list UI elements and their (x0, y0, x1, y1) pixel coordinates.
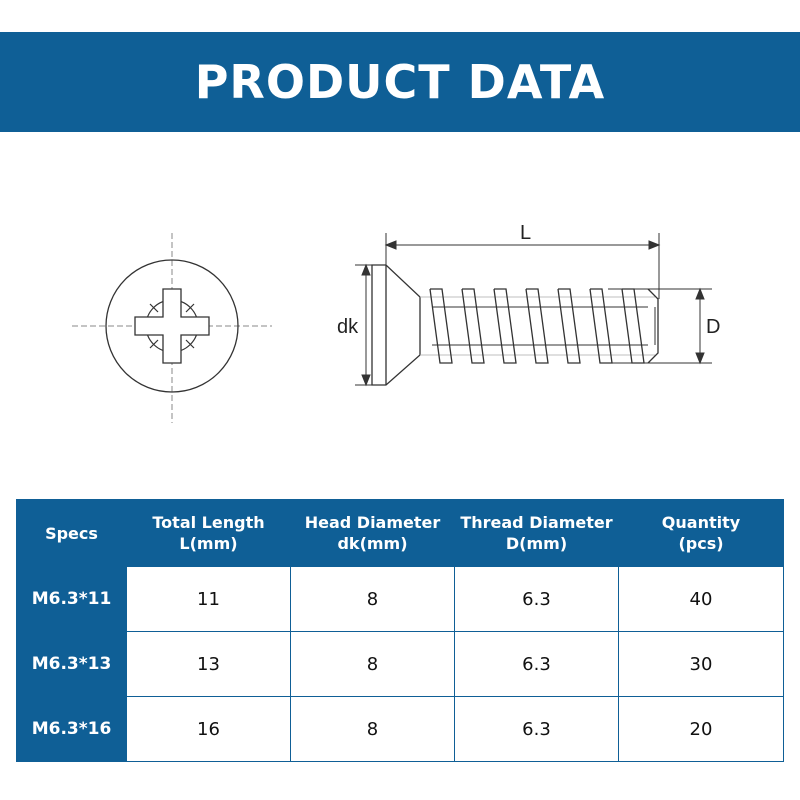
header-thread-diameter: Thread Diameter D(mm) (454, 499, 619, 567)
thread-diameter-label: D (706, 316, 720, 338)
length-label: L (520, 225, 531, 244)
page-title: PRODUCT DATA (194, 55, 606, 109)
header-total-length-line2: L(mm) (179, 534, 238, 553)
row-spec: M6.3*11 (16, 566, 127, 632)
header-head-diameter: Head Diameter dk(mm) (290, 499, 455, 567)
header-thread-diameter-line2: D(mm) (505, 534, 568, 553)
screw-technical-drawing: L dk D (0, 225, 800, 430)
header-head-diameter-line2: dk(mm) (337, 534, 408, 553)
row-length: 11 (126, 566, 291, 632)
table-row: M6.3*13 13 8 6.3 30 (16, 631, 784, 697)
header-thread-diameter-line1: Thread Diameter (460, 513, 613, 532)
header-quantity-line2: (pcs) (678, 534, 724, 553)
dimension-lines (355, 233, 712, 387)
row-thread-diameter: 6.3 (454, 566, 619, 632)
row-length: 16 (126, 696, 291, 762)
row-spec: M6.3*13 (16, 631, 127, 697)
row-quantity: 30 (618, 631, 784, 697)
row-quantity: 40 (618, 566, 784, 632)
header-head-diameter-line1: Head Diameter (304, 513, 441, 532)
drawing-canvas: L dk D (72, 225, 720, 423)
row-quantity: 20 (618, 696, 784, 762)
row-head-diameter: 8 (290, 631, 455, 697)
table-header-row: Specs Total Length L(mm) Head Diameter d… (16, 499, 784, 567)
row-thread-diameter: 6.3 (454, 696, 619, 762)
row-spec: M6.3*16 (16, 696, 127, 762)
row-length: 13 (126, 631, 291, 697)
screw-side-view (371, 264, 659, 386)
screw-head-top-view (72, 233, 272, 423)
product-spec-table: Specs Total Length L(mm) Head Diameter d… (16, 499, 784, 762)
header-quantity: Quantity (pcs) (618, 499, 784, 567)
title-banner: PRODUCT DATA (0, 32, 800, 132)
head-diameter-label: dk (337, 316, 359, 338)
table-row: M6.3*16 16 8 6.3 20 (16, 696, 784, 762)
header-total-length-line1: Total Length (152, 513, 265, 532)
header-quantity-line1: Quantity (661, 513, 741, 532)
header-total-length: Total Length L(mm) (126, 499, 291, 567)
table-row: M6.3*11 11 8 6.3 40 (16, 566, 784, 632)
row-head-diameter: 8 (290, 566, 455, 632)
row-thread-diameter: 6.3 (454, 631, 619, 697)
header-specs: Specs (16, 499, 127, 567)
thread-lines (429, 288, 645, 364)
row-head-diameter: 8 (290, 696, 455, 762)
header-specs-label: Specs (45, 523, 98, 543)
